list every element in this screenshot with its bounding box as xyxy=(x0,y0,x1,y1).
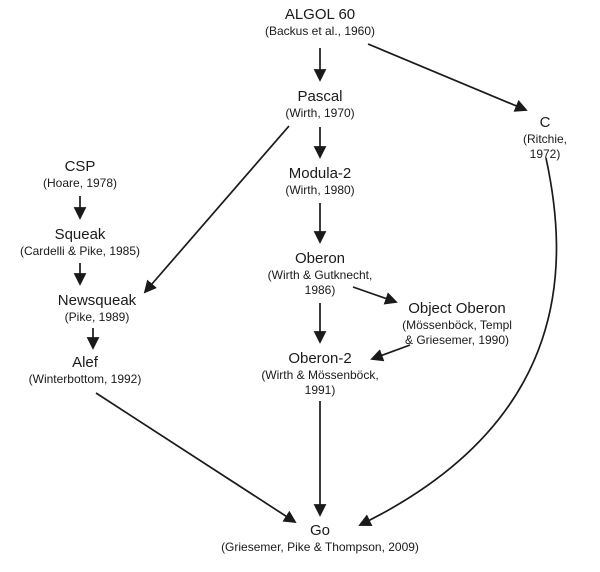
node-label: C xyxy=(539,114,551,131)
node-label: Alef xyxy=(72,354,98,371)
node-citation: (Pike, 1989) xyxy=(64,310,130,324)
arrow-object-oberon-to-oberon2 xyxy=(370,344,411,362)
node-c: C (Ritchie, 1972) xyxy=(518,114,573,162)
node-citation: (Winterbottom, 1992) xyxy=(28,372,142,386)
node-citation: (Wirth & Gutknecht, 1986) xyxy=(267,268,373,297)
node-label: CSP xyxy=(64,158,96,175)
arrow-algol60-to-c xyxy=(367,43,528,112)
node-citation: (Wirth & Mössenböck, 1991) xyxy=(261,368,379,397)
node-citation: (Cardelli & Pike, 1985) xyxy=(19,244,141,258)
node-oberon2: Oberon-2 (Wirth & Mössenböck, 1991) xyxy=(261,350,378,398)
node-label: Go xyxy=(309,522,330,539)
node-pascal: Pascal (Wirth, 1970) xyxy=(285,88,354,121)
arrow-oberon-to-object-oberon xyxy=(352,286,398,305)
node-object-oberon: Object Oberon (Mössenböck, Templ & Gries… xyxy=(402,300,512,348)
node-label: Squeak xyxy=(54,226,106,243)
node-modula2: Modula-2 (Wirth, 1980) xyxy=(285,165,354,198)
node-oberon: Oberon (Wirth & Gutknecht, 1986) xyxy=(268,250,373,298)
node-go: Go (Griesemer, Pike & Thompson, 2009) xyxy=(221,522,419,555)
node-label: Newsqueak xyxy=(57,292,137,309)
node-citation: (Backus et al., 1960) xyxy=(264,24,376,38)
node-label: Object Oberon xyxy=(408,300,506,317)
node-citation: (Griesemer, Pike & Thompson, 2009) xyxy=(221,540,419,554)
node-squeak: Squeak (Cardelli & Pike, 1985) xyxy=(20,226,140,259)
node-csp: CSP (Hoare, 1978) xyxy=(43,158,117,191)
node-label: Pascal xyxy=(297,88,343,105)
node-citation: (Wirth, 1980) xyxy=(285,183,355,197)
node-label: Oberon xyxy=(294,250,346,267)
node-algol60: ALGOL 60 (Backus et al., 1960) xyxy=(265,6,375,39)
node-newsqueak: Newsqueak (Pike, 1989) xyxy=(58,292,136,325)
arrow-c-to-go xyxy=(358,157,558,526)
node-citation: (Wirth, 1970) xyxy=(285,106,355,120)
node-label: Modula-2 xyxy=(288,165,352,182)
node-label: ALGOL 60 xyxy=(284,6,356,23)
node-label: Oberon-2 xyxy=(288,350,352,367)
node-citation: (Ritchie, 1972) xyxy=(522,132,567,161)
node-alef: Alef (Winterbottom, 1992) xyxy=(29,354,142,387)
node-citation: (Hoare, 1978) xyxy=(42,176,118,190)
arrow-pascal-to-newsqueak xyxy=(143,125,290,294)
node-citation: (Mössenböck, Templ & Griesemer, 1990) xyxy=(402,318,512,347)
arrow-alef-to-go xyxy=(95,392,297,524)
